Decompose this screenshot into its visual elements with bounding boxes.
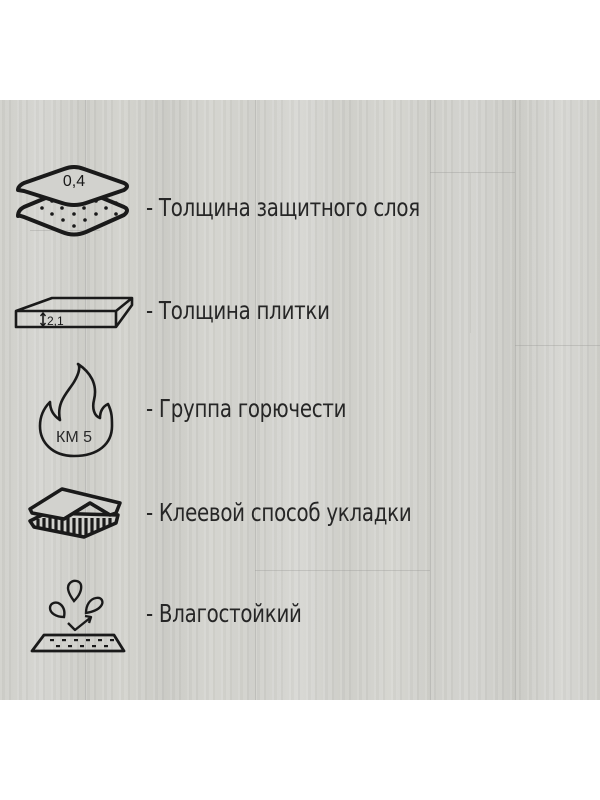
flammability-class: КМ 5 — [56, 429, 92, 446]
feature-row-water-resistant: - Влагостойкий — [0, 565, 600, 660]
feature-row-tile-thickness: 2,1 - Толщина плитки — [0, 290, 600, 340]
flame-icon: КМ 5 — [12, 360, 136, 460]
feature-label-flammability: - Группа горючести — [146, 394, 347, 423]
plank-seam — [430, 172, 515, 173]
tile-thickness-icon: 2,1 — [12, 290, 136, 340]
plank-seam — [430, 100, 431, 700]
plank-seam — [515, 100, 516, 700]
protective-layer-icon: 0,4 — [12, 165, 136, 255]
plank-seam — [30, 230, 100, 231]
glue-installation-icon — [12, 480, 136, 550]
plank-seam — [515, 345, 600, 346]
feature-row-glue-installation: - Клеевой способ укладки — [0, 480, 600, 550]
plank-seam — [85, 100, 86, 700]
plank-seam — [470, 173, 471, 333]
feature-label-water-resistant: - Влагостойкий — [146, 599, 302, 628]
feature-label-glue-installation: - Клеевой способ укладки — [146, 498, 412, 527]
plank-seam — [255, 100, 256, 700]
plank-seam — [255, 570, 430, 571]
feature-row-protective-layer: 0,4 - Толщина защитного слоя — [0, 165, 600, 255]
protective-layer-value: 0,4 — [63, 173, 85, 190]
tile-thickness-value: 2,1 — [47, 314, 64, 328]
feature-label-tile-thickness: - Толщина плитки — [146, 296, 330, 325]
water-resistant-icon — [12, 565, 136, 660]
feature-row-flammability: КМ 5 - Группа горючести — [0, 360, 600, 460]
feature-label-protective-layer: - Толщина защитного слоя — [146, 193, 420, 222]
